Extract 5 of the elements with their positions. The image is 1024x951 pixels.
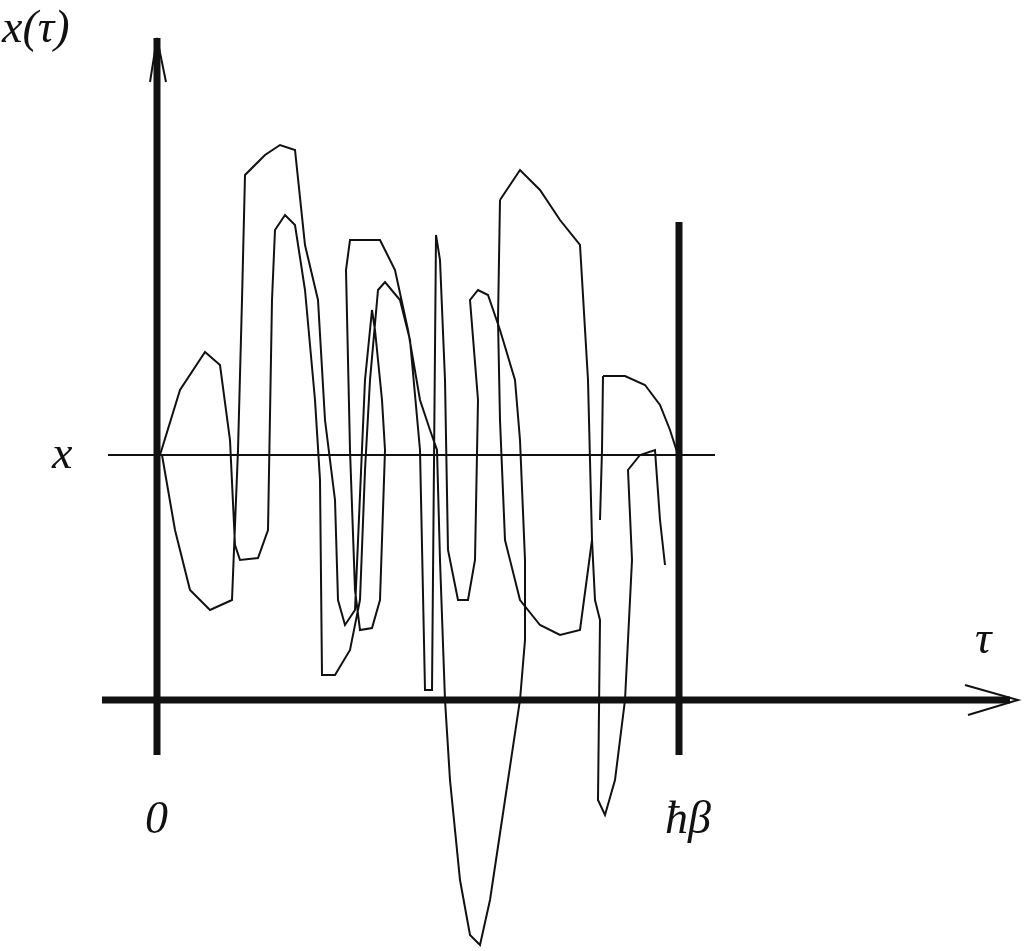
axis-label: x(τ) [2, 4, 70, 50]
tick-label: ħβ [665, 795, 711, 841]
axis-label: x [52, 430, 73, 476]
tick-label: 0 [145, 795, 168, 841]
axis-label: τ [975, 615, 992, 661]
